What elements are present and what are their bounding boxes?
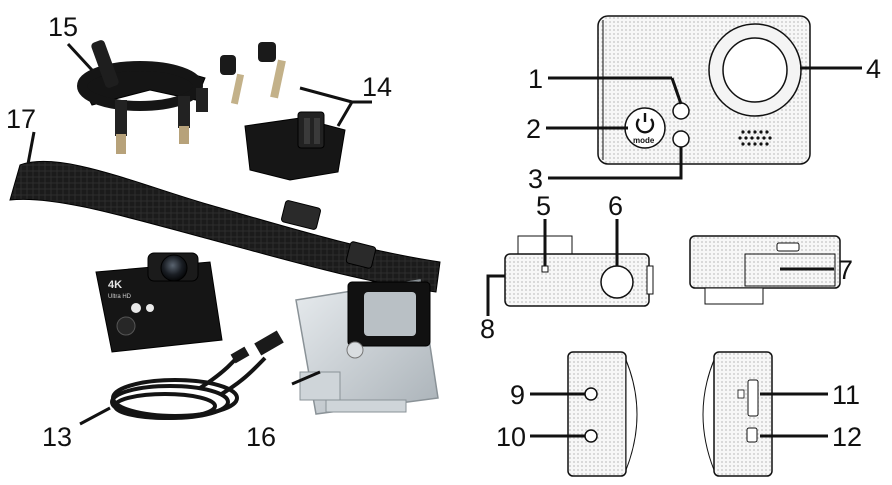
lens	[723, 38, 787, 102]
callout-12: 12	[832, 422, 862, 452]
callout-2: 2	[526, 114, 541, 144]
camera-top-view-left	[505, 236, 653, 306]
handlebar-mount	[80, 39, 208, 154]
callout-14: 14	[362, 72, 392, 102]
microsd-icon	[738, 390, 744, 398]
callout-5: 5	[536, 191, 551, 221]
shutter-button[interactable]	[601, 266, 633, 298]
callout-4: 4	[866, 54, 881, 84]
strap-buckle	[281, 200, 321, 230]
camera-side-view-left	[568, 352, 637, 476]
callout-17: 17	[6, 104, 36, 134]
microsd-slot[interactable]	[748, 380, 758, 416]
callout-7: 7	[838, 255, 853, 285]
callout-6: 6	[608, 191, 623, 221]
callout-3: 3	[528, 164, 543, 194]
top-small-button[interactable]	[542, 266, 548, 272]
top-port-slot[interactable]	[777, 243, 799, 251]
mode-label: mode	[633, 136, 655, 145]
mount-screws-and-adhesive-base	[220, 42, 345, 180]
callout-1: 1	[528, 64, 543, 94]
wrist-strap	[10, 161, 440, 292]
waterproof-housing	[296, 280, 438, 414]
callout-16: 16	[246, 422, 276, 452]
camera-brand-sub: Ultra HD	[108, 294, 132, 300]
callout-8: 8	[480, 314, 495, 344]
camera-product-photo: 4K Ultra HD	[96, 253, 222, 352]
callout-13: 13	[42, 422, 72, 452]
side-button-up[interactable]	[585, 388, 597, 400]
indicator-light-top	[673, 103, 689, 119]
callout-11: 11	[832, 380, 860, 410]
camera-brand-4k: 4K	[108, 279, 122, 291]
indicator-light-bottom	[673, 131, 689, 147]
micro-usb-port[interactable]	[747, 428, 757, 442]
callout-9: 9	[510, 380, 525, 410]
callout-15: 15	[48, 12, 78, 42]
camera-front-view: mode	[598, 16, 810, 164]
camera-side-view-right	[703, 352, 772, 476]
side-button-down[interactable]	[585, 430, 597, 442]
callout-10: 10	[496, 422, 526, 452]
